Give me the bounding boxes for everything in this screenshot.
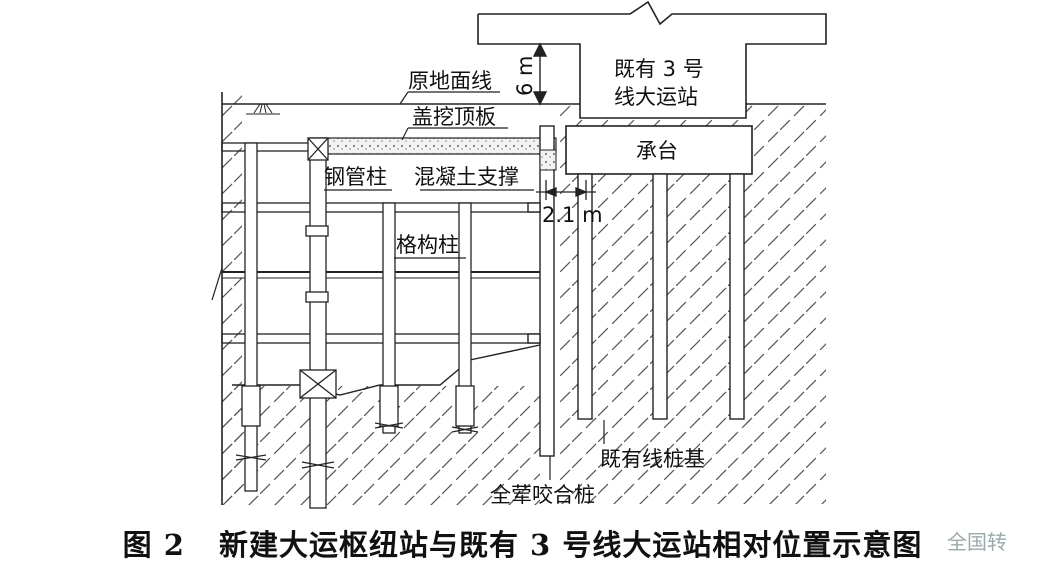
lattice-columns — [241, 142, 475, 492]
secant-pile-wall — [527, 125, 555, 457]
ground-mark-icon — [246, 103, 280, 115]
pile-cap-label: 承台 — [636, 139, 678, 163]
existing-piles — [577, 173, 745, 420]
existing-pile-label: 既有线桩基 — [600, 447, 705, 471]
secant-pile-label: 全荤咬合桩 — [490, 483, 595, 507]
cover-slab-label: 盖挖顶板 — [412, 105, 496, 129]
column-break-marks — [235, 422, 479, 469]
steel-column-label: 钢管柱 — [324, 165, 387, 189]
cover-slab — [321, 137, 557, 155]
distance-dim-label: 2.1 m — [542, 203, 603, 227]
station-name-line1: 既有 3 号 — [614, 57, 704, 81]
steel-pipe-column — [299, 137, 337, 509]
support-levels — [221, 142, 541, 344]
ground-line-label: 原地面线 — [408, 69, 492, 93]
depth-dim-label: 6 m — [513, 56, 537, 97]
station-position-diagram: 6 m 2.1 m 原地面线 盖挖顶板 钢管柱 混凝土支撑 格构柱 既有 3 号… — [211, 0, 827, 509]
lattice-column-label: 格构柱 — [396, 233, 459, 257]
watermark: 全国转 — [947, 530, 1007, 554]
left-break — [211, 267, 223, 301]
existing-station-structure — [477, 0, 827, 119]
figure-caption: 图 2 新建大运枢纽站与既有 3 号线大运站相对位置示意图 — [0, 522, 1045, 564]
concrete-support-label: 混凝土支撑 — [414, 165, 519, 189]
figure-title: 新建大运枢纽站与既有 3 号线大运站相对位置示意图 — [218, 528, 923, 562]
wall-haunch — [539, 149, 557, 171]
station-name-line2: 线大运站 — [614, 85, 698, 109]
leader-lines — [324, 91, 605, 480]
distance-dimension — [536, 180, 596, 200]
depth-dimension — [532, 42, 548, 106]
figure-number: 图 2 — [122, 528, 185, 562]
